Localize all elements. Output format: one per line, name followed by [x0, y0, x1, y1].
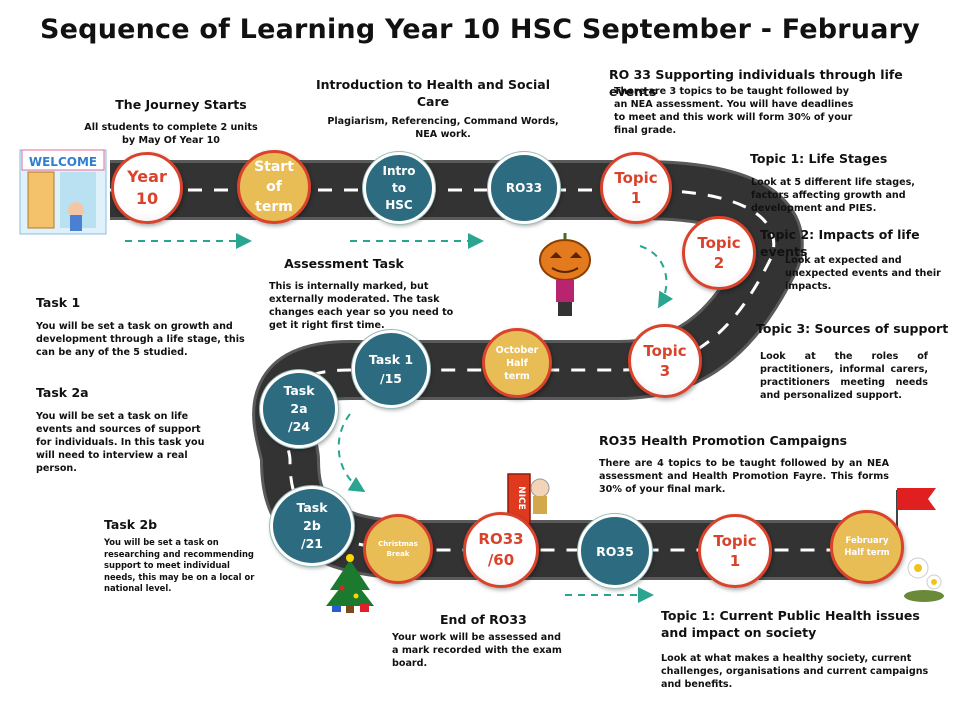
- node-october-label: October Half term: [495, 344, 539, 382]
- life-stages-heading: Topic 1: Life Stages: [750, 151, 888, 166]
- node-ro33-60-label: RO33 /60: [478, 530, 524, 569]
- public-health-body: Look at what makes a healthy society, cu…: [661, 653, 929, 690]
- impacts-heading: Topic 2: Impacts of life events: [760, 227, 920, 259]
- node-task2a-label: Task 2a /24: [283, 383, 315, 434]
- node-february-half-term[interactable]: February Half term: [830, 510, 904, 584]
- ro33-body: There are 3 topics to be taught followed…: [614, 86, 854, 136]
- life-stages-body: Look at 5 different life stages, factors…: [751, 177, 915, 214]
- journey-body: All students to complete 2 units by May …: [84, 122, 258, 146]
- node-christmas-label: Christmas Break: [378, 540, 418, 558]
- node-topic3[interactable]: Topic 3: [628, 324, 702, 398]
- intro-heading: Introduction to Health and Social Care: [315, 77, 551, 109]
- ro35-body: There are 4 topics to be taught followed…: [599, 458, 889, 495]
- node-year10-label: Year 10: [127, 167, 167, 208]
- ro35-heading: RO35 Health Promotion Campaigns: [599, 433, 848, 448]
- task1-body: You will be set a task on growth and dev…: [36, 321, 245, 358]
- flag-icon: [897, 488, 936, 510]
- node-topic2-label: Topic 2: [697, 234, 741, 272]
- node-topic1-top-label: Topic 1: [614, 169, 658, 207]
- impacts-body: Look at expected and unexpected events a…: [785, 255, 941, 292]
- node-task1[interactable]: Task 1 /15: [352, 330, 430, 408]
- christmas-tree-icon: [326, 554, 374, 613]
- node-task1-label: Task 1 /15: [368, 352, 414, 386]
- ro33-heading: RO 33 Supporting individuals through lif…: [609, 67, 903, 99]
- node-task2b[interactable]: Task 2b /21: [270, 486, 354, 566]
- nice-badge-text: NICE: [516, 486, 526, 510]
- node-task2a[interactable]: Task 2a /24: [260, 370, 338, 448]
- node-topic1-bottom-label: Topic 1: [713, 532, 757, 570]
- page-title: Sequence of Learning Year 10 HSC Septemb…: [40, 14, 920, 45]
- node-task2b-label: Task 2b /21: [296, 500, 328, 551]
- task2a-heading: Task 2a: [36, 385, 89, 400]
- node-topic1-top[interactable]: Topic 1: [600, 152, 672, 224]
- node-topic1-bottom[interactable]: Topic 1: [698, 514, 772, 588]
- welcome-sign-icon: [19, 149, 107, 235]
- task2a-body: You will be set a task on life events an…: [36, 411, 205, 474]
- node-topic3-label: Topic 3: [643, 342, 687, 380]
- node-ro33-60[interactable]: RO33 /60: [463, 512, 539, 588]
- intro-body: Plagiarism, Referencing, Command Words, …: [327, 116, 559, 140]
- node-start-term[interactable]: Start of term: [237, 150, 311, 224]
- end-ro33-heading: End of RO33: [440, 612, 527, 627]
- node-ro33[interactable]: RO33: [488, 152, 560, 224]
- node-ro35-label: RO35: [596, 543, 634, 559]
- node-october-half-term[interactable]: October Half term: [482, 328, 552, 398]
- end-ro33-body: Your work will be assessed and a mark re…: [392, 632, 562, 669]
- task1-heading: Task 1: [36, 295, 81, 310]
- public-health-heading: Topic 1: Current Public Health issues an…: [661, 608, 920, 640]
- arrow-topic2: [639, 245, 674, 309]
- node-ro33-label: RO33: [505, 181, 543, 195]
- assessment-body: This is internally marked, but externall…: [269, 281, 454, 331]
- node-ro35[interactable]: RO35: [578, 514, 652, 588]
- support-heading: Topic 3: Sources of support: [756, 321, 949, 336]
- welcome-sign-text: WELCOME: [29, 155, 97, 169]
- node-year10[interactable]: Year 10: [111, 152, 183, 224]
- node-start-term-label: Start of term: [254, 159, 294, 215]
- node-intro-hsc-label: Intro to HSC: [382, 163, 416, 212]
- assessment-heading: Assessment Task: [284, 256, 404, 271]
- support-body: Look at the roles of practitioners, info…: [760, 351, 928, 401]
- arrow-task2: [337, 413, 366, 493]
- node-intro-hsc[interactable]: Intro to HSC: [363, 152, 435, 224]
- node-topic2[interactable]: Topic 2: [682, 216, 756, 290]
- task2b-heading: Task 2b: [104, 517, 158, 532]
- flower-icon: [904, 557, 944, 602]
- pumpkin-figure-icon: [539, 233, 591, 316]
- node-christmas-break[interactable]: Christmas Break: [363, 514, 433, 584]
- node-february-label: February Half term: [844, 536, 890, 558]
- journey-heading: The Journey Starts: [115, 97, 247, 112]
- task2b-body: You will be set a task on researching an…: [104, 537, 255, 593]
